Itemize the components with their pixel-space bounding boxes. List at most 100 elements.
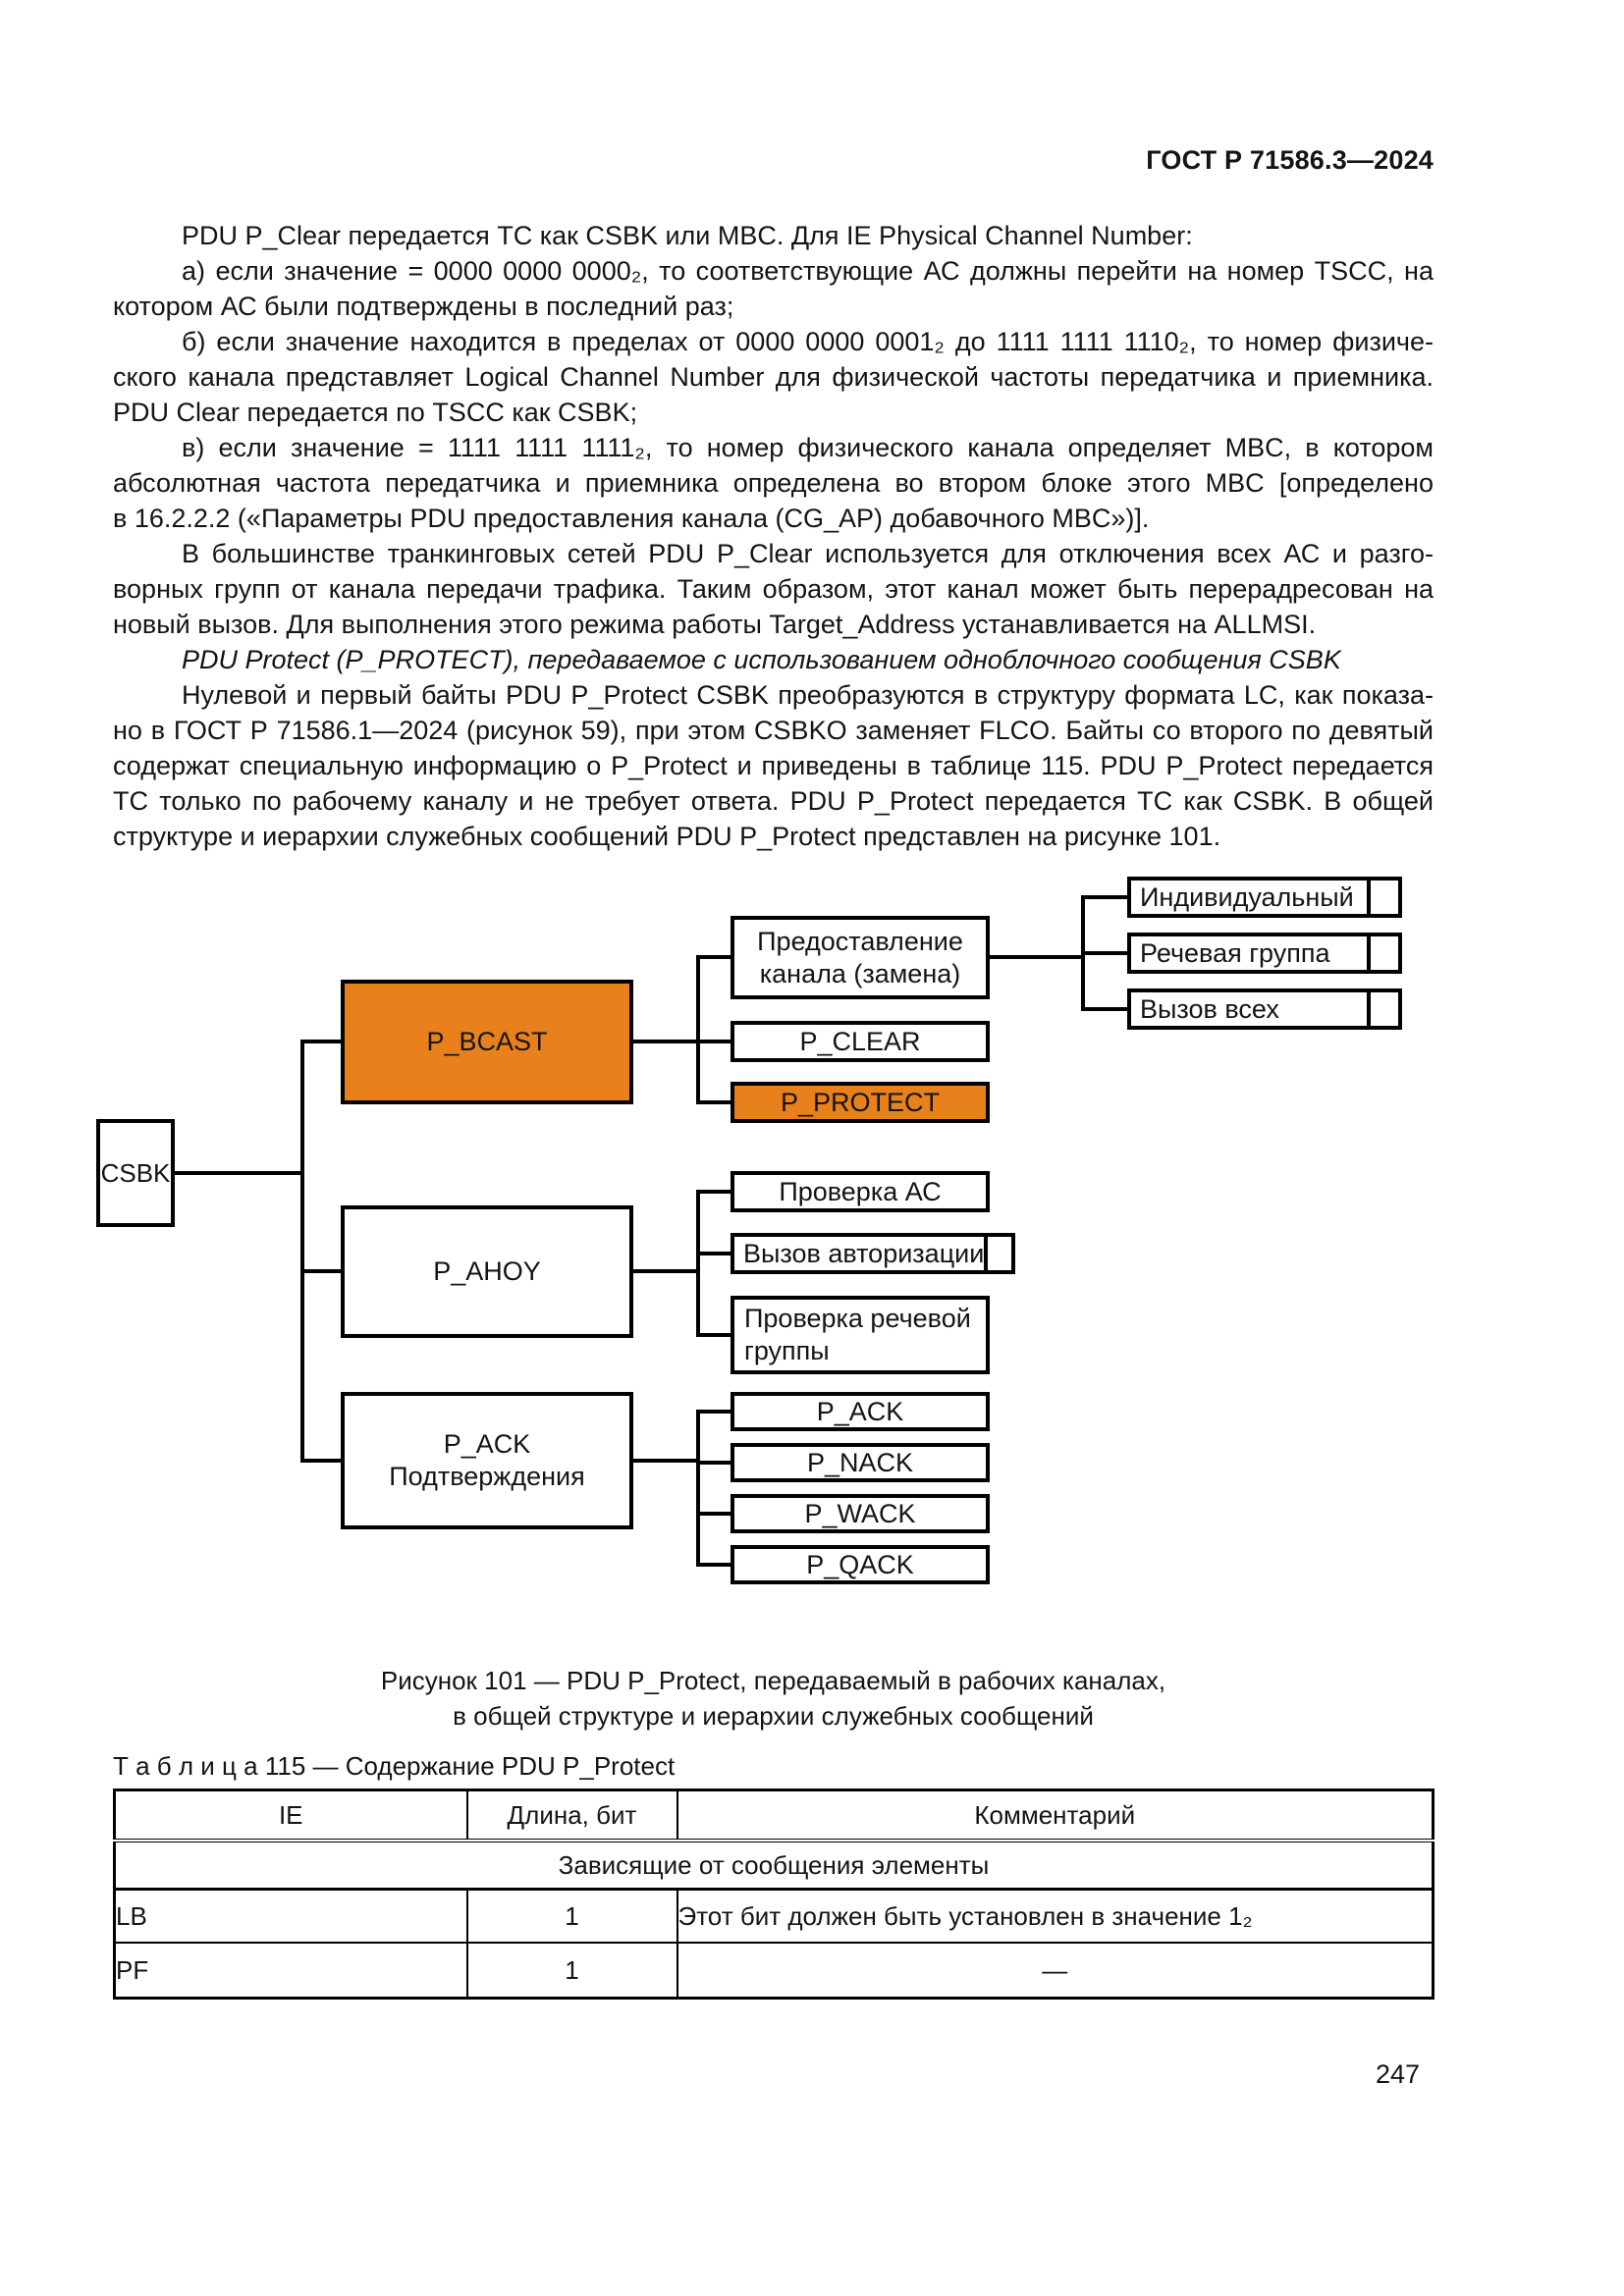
paragraph-line: абсолютная частота передатчика и приемни… (113, 468, 1434, 498)
box-p-clear: P_CLEAR (731, 1021, 990, 1062)
connector-line (300, 1459, 345, 1463)
box-individual: Индивидуальный (1127, 877, 1402, 918)
figure-caption-line: в общей структуре и иерархии служебных с… (453, 1701, 1094, 1731)
box-auth-call: Вызов авторизации (731, 1233, 1015, 1274)
paragraph-line: б) если значение находится в пределах от… (182, 327, 1434, 356)
table-header-cell: Длина, бит (465, 1789, 677, 1842)
page-number: 247 (1375, 2059, 1420, 2089)
box-label: канала (замена) (759, 958, 961, 988)
connector-line (696, 1252, 734, 1255)
connector-line (696, 1563, 734, 1567)
box-p-ack-parent: P_ACK Подтверждения (341, 1392, 633, 1529)
box-subcell-divider (1367, 881, 1371, 914)
connector-line (696, 1333, 734, 1337)
box-label: Проверка речевой (744, 1304, 971, 1333)
connector-line (696, 1410, 734, 1414)
table-row: PF 1 — (115, 1943, 1434, 1999)
table-cell-ie: PF (116, 1954, 149, 1985)
connector-line (696, 955, 734, 959)
connector-line (696, 1461, 734, 1465)
connector-line (1081, 951, 1131, 955)
table-115: IE Длина, бит Комментарий Зависящие от с… (113, 1789, 1435, 2000)
connector-line (300, 1040, 304, 1463)
paragraph-line: содержат специальную информацию о P_Prot… (113, 751, 1434, 780)
connector-line (696, 1410, 700, 1567)
table-row: LB 1 Этот бит должен быть установлен в з… (114, 1889, 1434, 1944)
table-cell-comment: Этот бит должен быть установлен в значен… (676, 1889, 1434, 1944)
box-label: P_CLEAR (799, 1026, 921, 1056)
box-label: P_WACK (804, 1498, 916, 1528)
paragraph-line-italic: PDU Protect (P_PROTECT), передаваемое с … (182, 645, 1341, 674)
connector-line (696, 955, 700, 1104)
paragraph-line: В большинстве транкинговых сетей PDU P_C… (182, 539, 1434, 568)
page-header: ГОСТ Р 71586.3—2024 (1146, 145, 1434, 175)
paragraph-line: в 16.2.2.2 («Параметры PDU предоставлени… (113, 504, 1150, 533)
connector-line (696, 1190, 734, 1194)
box-csbk: CSBK (96, 1119, 175, 1227)
connector-line (696, 1100, 734, 1104)
figure-caption-line: Рисунок 101 — PDU P_Protect, передаваемы… (380, 1666, 1166, 1695)
box-subcell-divider (1367, 936, 1371, 970)
connector-line (696, 1512, 734, 1516)
connector-line (633, 1040, 700, 1043)
connector-line (1081, 895, 1131, 899)
box-label: Индивидуальный (1140, 881, 1354, 912)
box-label: P_BCAST (426, 1027, 548, 1056)
paragraph-line: Нулевой и первый байты PDU P_Protect CSB… (182, 680, 1434, 710)
box-label: Проверка АС (779, 1176, 942, 1206)
table-section-cell: Зависящие от сообщения элементы (114, 1841, 1434, 1891)
table-cell-comment: — (676, 1943, 1434, 1999)
box-label: Речевая группа (1140, 937, 1330, 968)
box-label: Вызов всех (1140, 993, 1279, 1024)
paragraph-line: PDU P_Clear передается ТС как CSBK или M… (182, 221, 1193, 250)
table-section-row: Зависящие от сообщения элементы (114, 1841, 1434, 1891)
box-label: P_PROTECT (780, 1087, 941, 1117)
paragraph-line: PDU Clear передается по TSCC как CSBK; (113, 398, 638, 427)
box-label: группы (744, 1336, 830, 1365)
box-label: P_ACK (816, 1396, 904, 1426)
table-header-cell: IE (114, 1789, 467, 1842)
paragraph-line: ского канала представляет Logical Channe… (113, 362, 1434, 392)
box-subcell-divider (984, 1237, 988, 1270)
table-cell-ie: LB (114, 1889, 467, 1944)
connector-line (300, 1269, 345, 1273)
connector-line (990, 955, 1085, 959)
box-p-bcast: P_BCAST (341, 980, 633, 1104)
figure-caption: Рисунок 101 — PDU P_Protect, передаваемы… (113, 1663, 1434, 1734)
box-p-qack: P_QACK (731, 1545, 990, 1584)
connector-line (696, 1040, 734, 1043)
paragraph-line: котором АС были подтверждены в последний… (113, 292, 734, 321)
box-voice-group: Речевая группа (1127, 933, 1402, 974)
box-p-ack: P_ACK (731, 1392, 990, 1431)
connector-line (1081, 1007, 1131, 1011)
box-label: Предоставление (757, 926, 963, 956)
table-cell-length: 1 (465, 1889, 677, 1944)
paragraph-line: структуре и иерархии служебных сообщений… (113, 822, 1221, 851)
box-p-ahoy: P_AHOY (341, 1205, 633, 1338)
connector-line (696, 1190, 700, 1337)
box-all-call: Вызов всех (1127, 988, 1402, 1030)
table-header-row: IE Длина, бит Комментарий (114, 1789, 1434, 1842)
table-header-cell: Комментарий (676, 1789, 1434, 1842)
table-cell-length: 1 (465, 1943, 677, 1999)
box-channel-grant: Предоставление канала (замена) (731, 916, 990, 999)
box-label: Подтверждения (389, 1462, 585, 1491)
paragraph-line: ворных групп от канала передачи трафика.… (113, 574, 1434, 604)
box-check-voice-group: Проверка речевой группы (731, 1296, 990, 1374)
box-label: P_AHOY (433, 1256, 541, 1286)
box-p-protect: P_PROTECT (731, 1082, 990, 1123)
paragraph-line: новый вызов. Для выполнения этого режима… (113, 610, 1317, 639)
box-label: P_QACK (806, 1549, 914, 1579)
box-p-nack: P_NACK (731, 1443, 990, 1482)
box-check-ac: Проверка АС (731, 1171, 990, 1212)
connector-line (169, 1171, 304, 1175)
box-p-wack: P_WACK (731, 1494, 990, 1533)
paragraph-line: ТС только по рабочему каналу и не требуе… (113, 786, 1434, 816)
connector-line (633, 1269, 700, 1273)
box-label: P_NACK (806, 1447, 914, 1477)
paragraph-line: в) если значение = 1111 1111 1111₂, то н… (182, 433, 1434, 462)
box-label: CSBK (100, 1157, 171, 1188)
box-label: P_ACK (443, 1429, 531, 1459)
